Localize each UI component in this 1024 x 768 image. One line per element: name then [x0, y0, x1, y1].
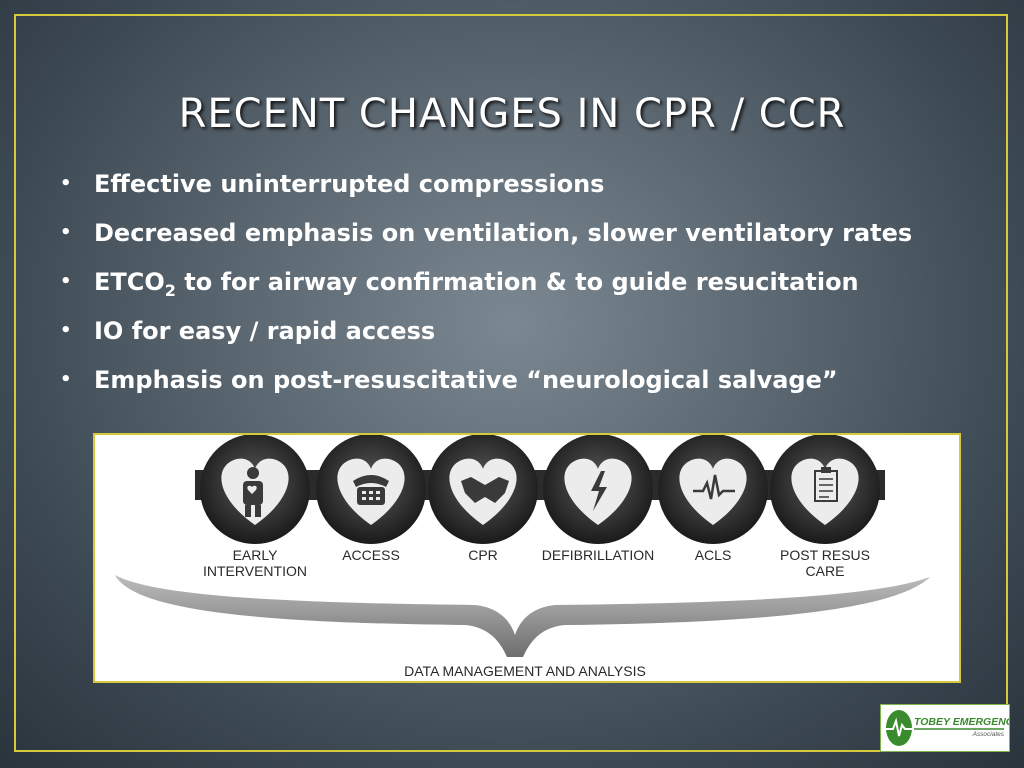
ecg-heart-icon	[693, 474, 735, 500]
step-label: ACCESS	[342, 547, 400, 563]
slide-frame	[14, 14, 1008, 752]
bullet-item: • IO for easy / rapid access	[60, 312, 912, 361]
bullet-dot-icon: •	[60, 173, 72, 194]
bullet-dot-icon: •	[60, 369, 72, 390]
bullet-item: • Emphasis on post-resuscitative “neurolo…	[60, 361, 912, 410]
bullet-item: • Effective uninterrupted compressions	[60, 165, 912, 214]
data-management-label: DATA MANAGEMENT AND ANALYSIS	[404, 663, 646, 679]
bullet-text: Decreased emphasis on ventilation, slowe…	[94, 219, 913, 247]
bullet-text-sub: 2	[164, 280, 176, 300]
step-label: CARE	[806, 563, 845, 579]
company-logo: TOBEY EMERGENCY Associates	[880, 704, 1021, 752]
chain-of-survival-graphic: EARLY INTERVENTION ACCESS CPR DEFIBRILLA…	[115, 435, 930, 679]
bullet-text-pre: ETCO	[94, 268, 165, 296]
company-logo-graphic: TOBEY EMERGENCY Associates	[885, 710, 1021, 746]
step-label: INTERVENTION	[203, 563, 307, 579]
logo-text: TOBEY EMERGENCY	[914, 716, 1009, 728]
bullet-text-post: to for airway confirmation & to guide re…	[175, 268, 859, 296]
handshake-icon	[461, 477, 509, 503]
bullet-text: IO for easy / rapid access	[94, 317, 436, 345]
chain-of-survival-figure: EARLY INTERVENTION ACCESS CPR DEFIBRILLA…	[93, 433, 961, 683]
step-label: CPR	[468, 547, 498, 563]
step-label: DEFIBRILLATION	[542, 547, 655, 563]
bullet-item: • Decreased emphasis on ventilation, slow…	[60, 214, 912, 263]
step-label: EARLY	[233, 547, 279, 563]
telephone-icon	[353, 475, 389, 505]
bullet-text: Emphasis on post-resuscitative “neurolog…	[94, 366, 838, 394]
lightning-heart-icon	[591, 471, 607, 511]
brace-shape	[115, 575, 930, 657]
step-label: ACLS	[695, 547, 732, 563]
bullet-item: • ETCO2 to for airway confirmation & to g…	[60, 263, 912, 312]
logo-subtext: Associates	[972, 731, 1005, 738]
clipboard-heart-icon	[814, 467, 838, 502]
logo-emblem-icon	[886, 710, 912, 746]
heart-shape	[564, 458, 632, 525]
step-label: POST RESUS	[780, 547, 870, 563]
logo-ecg-icon	[885, 717, 915, 737]
chain-band	[195, 470, 885, 500]
bullet-text: Effective uninterrupted compressions	[94, 170, 605, 198]
bullet-dot-icon: •	[60, 271, 72, 292]
bullet-dot-icon: •	[60, 222, 72, 243]
person-heart-icon	[243, 467, 263, 517]
slide-title: RECENT CHANGES IN CPR / CCR	[178, 90, 846, 137]
bullet-list: • Effective uninterrupted compressions • D…	[60, 165, 912, 410]
bullet-dot-icon: •	[60, 320, 72, 341]
